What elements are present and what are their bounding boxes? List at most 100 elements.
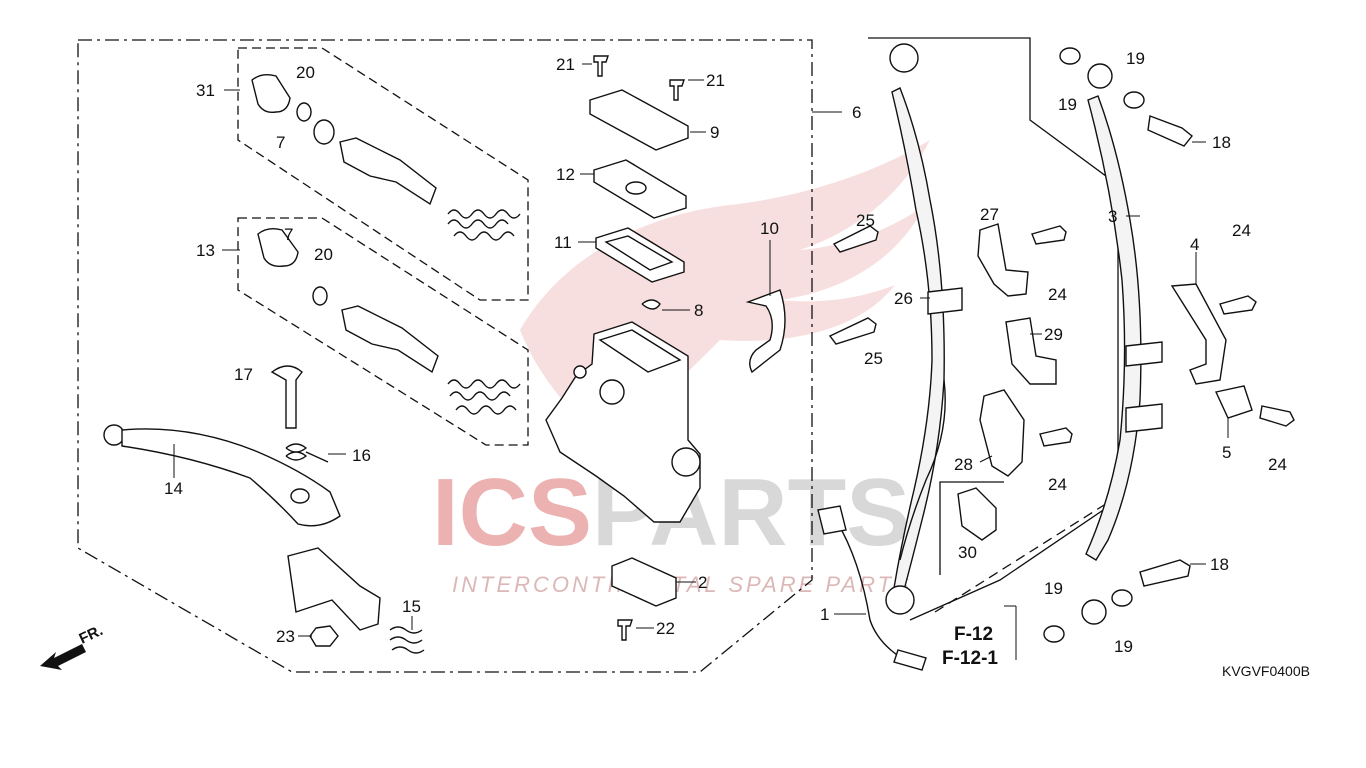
lever-group bbox=[103, 365, 425, 654]
callout-24: 24 bbox=[1048, 475, 1067, 494]
bolt-25a-icon bbox=[832, 225, 879, 253]
switch-plate-icon bbox=[287, 547, 381, 631]
callout-21: 21 bbox=[556, 55, 575, 74]
bolt-24b-icon bbox=[1039, 427, 1073, 447]
section-divider bbox=[934, 499, 1113, 613]
callout-20: 20 bbox=[314, 245, 333, 264]
callout-4: 4 bbox=[1190, 235, 1199, 254]
piston-set-13-outline bbox=[237, 217, 529, 446]
clamp-29-icon bbox=[1005, 317, 1057, 385]
diaphragm-icon bbox=[595, 227, 685, 283]
callout-5: 5 bbox=[1222, 443, 1231, 462]
bolt-18a-icon bbox=[1147, 115, 1193, 147]
nut-icon bbox=[309, 625, 339, 647]
spring-icon bbox=[447, 209, 521, 241]
callout-24: 24 bbox=[1268, 455, 1287, 474]
washer-19d-icon bbox=[1111, 589, 1133, 607]
hose-sleeve-icon bbox=[927, 287, 963, 315]
pivot-bolt-icon bbox=[270, 365, 303, 429]
hose3-banjo-top-icon bbox=[1087, 63, 1113, 89]
callout-3: 3 bbox=[1108, 207, 1117, 226]
wire-connector-icon bbox=[817, 505, 847, 535]
leader-lines bbox=[173, 63, 1229, 660]
callout-27: 27 bbox=[980, 205, 999, 224]
callout-14: 14 bbox=[164, 479, 183, 498]
lever-ball-end-icon bbox=[103, 424, 125, 446]
callout-7: 7 bbox=[276, 133, 285, 152]
clamp-30-icon bbox=[957, 487, 997, 541]
callout-12: 12 bbox=[556, 165, 575, 184]
reservoir-top-icon bbox=[598, 329, 682, 373]
callout-7: 7 bbox=[284, 225, 293, 244]
reference-f12-1[interactable]: F-12-1 bbox=[942, 648, 998, 669]
lever-pivot-hole-icon bbox=[290, 488, 310, 504]
holder-group bbox=[745, 225, 879, 374]
reference-labels: F-12 F-12-1 bbox=[942, 624, 998, 669]
bolt-18b-icon bbox=[1139, 559, 1191, 587]
hose-3-group bbox=[1043, 47, 1295, 643]
callout-24: 24 bbox=[1232, 221, 1251, 240]
reservoir-cap-icon bbox=[589, 89, 689, 151]
leader-28 bbox=[979, 455, 993, 463]
callouts: 31 20 7 13 7 20 17 16 14 23 15 21 21 9 1… bbox=[164, 49, 1287, 656]
mount-hole-icon bbox=[573, 365, 587, 379]
diaphragm-inner-icon bbox=[604, 235, 674, 271]
piston-assembly-31 bbox=[251, 73, 521, 241]
callout-24: 24 bbox=[1048, 285, 1067, 304]
callout-19: 19 bbox=[1058, 95, 1077, 114]
reference-f12[interactable]: F-12 bbox=[954, 624, 993, 645]
callout-16: 16 bbox=[352, 446, 371, 465]
watermark-tagline: INTERCONTINENTAL SPARE PARTS bbox=[452, 572, 912, 597]
callout-13: 13 bbox=[196, 241, 215, 260]
diagram-code: KVGVF0400B bbox=[1222, 663, 1310, 679]
stay-4-icon bbox=[1170, 283, 1227, 385]
hose-wire-icon bbox=[899, 379, 946, 561]
piston-set-31-outline bbox=[237, 47, 529, 301]
bore-port-icon bbox=[671, 447, 701, 477]
piston-boot-icon bbox=[251, 73, 291, 114]
washer-19b-icon bbox=[1123, 91, 1145, 109]
piston-icon bbox=[339, 137, 437, 206]
screw-21b-icon bbox=[669, 79, 685, 101]
washer-19a-icon bbox=[1059, 47, 1081, 65]
hose3-banjo-bottom-icon bbox=[1081, 599, 1107, 625]
banjo-port-icon bbox=[599, 379, 625, 405]
hose-group bbox=[817, 43, 1073, 671]
spring-15-icon bbox=[389, 626, 425, 654]
brake-switch-icon bbox=[611, 557, 677, 607]
lever-spring-icon bbox=[285, 443, 329, 463]
callout-26: 26 bbox=[894, 289, 913, 308]
bolt-24a-icon bbox=[1031, 225, 1067, 245]
callout-11: 11 bbox=[554, 233, 572, 252]
piston-icon bbox=[341, 305, 439, 374]
stay-27-icon bbox=[977, 223, 1029, 297]
callout-9: 9 bbox=[710, 123, 719, 142]
callout-10: 10 bbox=[760, 219, 779, 238]
callout-20: 20 bbox=[296, 63, 315, 82]
callout-15: 15 bbox=[402, 597, 421, 616]
hose-3-icon bbox=[1085, 95, 1142, 561]
hose3-sleeve-a-icon bbox=[1125, 341, 1163, 367]
hose3-sleeve-b-icon bbox=[1125, 403, 1163, 433]
cap-plate-hole-icon bbox=[625, 181, 647, 195]
washer-19c-icon bbox=[1043, 625, 1065, 643]
watermark-brand-accent: ICS bbox=[432, 459, 592, 566]
screw-21-icon bbox=[593, 55, 609, 77]
callout-30: 30 bbox=[958, 543, 977, 562]
callout-25: 25 bbox=[856, 211, 875, 230]
wire-terminal-icon bbox=[893, 649, 927, 671]
callout-25: 25 bbox=[864, 349, 883, 368]
screw-22-icon bbox=[617, 619, 633, 641]
clamp-5-icon bbox=[1214, 385, 1253, 419]
master-cylinder-outline bbox=[77, 39, 813, 673]
piston-assembly-13 bbox=[257, 227, 521, 415]
callout-23: 23 bbox=[276, 627, 295, 646]
callout-18: 18 bbox=[1212, 133, 1231, 152]
reference-bracket bbox=[939, 481, 1004, 575]
front-arrow-icon bbox=[40, 644, 86, 670]
callout-19: 19 bbox=[1126, 49, 1145, 68]
hose-banjo-top-icon bbox=[889, 43, 919, 73]
callout-8: 8 bbox=[694, 301, 703, 320]
circlip-icon bbox=[296, 102, 312, 122]
